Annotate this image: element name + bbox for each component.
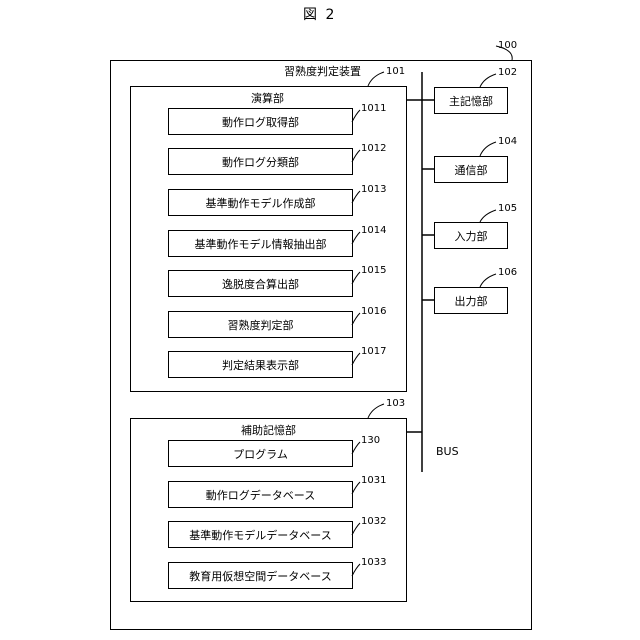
leader-1013 [352, 191, 360, 203]
leader-105 [480, 210, 496, 222]
virtual-space-database-ref: 1033 [361, 558, 386, 568]
motion-log-classification-ref: 1012 [361, 144, 386, 154]
leader-1011 [352, 110, 360, 122]
proficiency-judgment-ref: 1016 [361, 307, 386, 317]
communication-ref: 104 [498, 137, 517, 147]
reference-model-database-ref: 1032 [361, 517, 386, 527]
deviation-calculation-ref: 1015 [361, 266, 386, 276]
aux-storage-ref: 103 [386, 399, 405, 409]
leader-1016 [352, 313, 360, 325]
reference-model-extraction-ref: 1014 [361, 226, 386, 236]
leader-1032 [352, 523, 360, 535]
leader-1017 [352, 353, 360, 365]
program-ref: 130 [361, 436, 380, 446]
reference-model-creation-ref: 1013 [361, 185, 386, 195]
leader-130 [352, 442, 360, 454]
main-memory-ref: 102 [498, 68, 517, 78]
leader-101 [368, 72, 384, 86]
leader-106 [480, 274, 496, 287]
leader-1015 [352, 272, 360, 284]
bus-label: BUS [436, 446, 459, 457]
input-ref: 105 [498, 204, 517, 214]
result-display-ref: 1017 [361, 347, 386, 357]
output-ref: 106 [498, 268, 517, 278]
leader-103 [368, 404, 384, 418]
leader-1031 [352, 482, 360, 494]
leader-102 [480, 74, 496, 87]
motion-log-database-ref: 1031 [361, 476, 386, 486]
leader-1033 [352, 564, 360, 576]
leader-104 [480, 142, 496, 156]
leader-1012 [352, 150, 360, 162]
leader-1014 [352, 232, 360, 244]
compute-unit-ref: 101 [386, 67, 405, 77]
device-ref: 100 [498, 41, 517, 51]
motion-log-acquisition-ref: 1011 [361, 104, 386, 114]
